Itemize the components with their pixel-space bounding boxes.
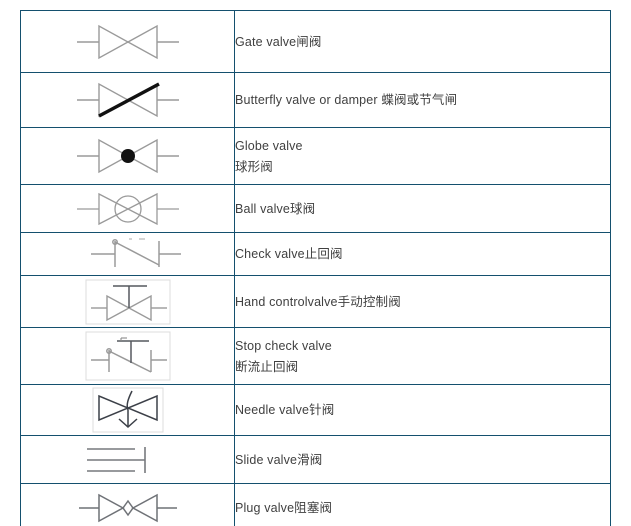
- description-cell: Butterfly valve or damper 蝶阀或节气闸: [234, 72, 611, 128]
- description-text: Plug valve阻塞阀: [235, 500, 333, 515]
- description-text: Slide valve滑阀: [235, 452, 323, 467]
- stop-check-valve-symbol: [21, 330, 234, 382]
- table-row: Stop check valve 断流止回阀: [20, 327, 611, 385]
- butterfly-valve-icon: [76, 82, 179, 118]
- check-valve-symbol: [21, 233, 234, 275]
- description-cell: Needle valve针阀: [234, 384, 611, 436]
- table-row: Hand controlvalve手动控制阀: [20, 275, 611, 328]
- stop-check-valve-icon: [85, 331, 170, 381]
- needle-valve-icon: [92, 387, 163, 433]
- symbol-cell: [20, 232, 235, 276]
- ball-valve-icon: [76, 192, 179, 225]
- gate-valve-symbol: [21, 19, 234, 65]
- symbol-cell: [20, 384, 235, 436]
- description-text: Needle valve针阀: [235, 403, 335, 417]
- description-cell: Hand controlvalve手动控制阀: [234, 275, 611, 328]
- description-cell: Slide valve滑阀: [234, 435, 611, 484]
- description-text-zh: 断流止回阀: [235, 359, 299, 374]
- globe-valve-icon: [76, 138, 179, 174]
- table-row: Butterfly valve or damper 蝶阀或节气闸: [20, 72, 611, 128]
- description-cell: Ball valve球阀: [234, 184, 611, 233]
- plug-valve-icon: [78, 493, 177, 522]
- symbol-cell: [20, 127, 235, 185]
- globe-valve-symbol: [21, 133, 234, 179]
- description-text: Ball valve球阀: [235, 201, 316, 216]
- ball-valve-symbol: [21, 186, 234, 232]
- description-cell: Gate valve闸阀: [234, 10, 611, 73]
- table-row: Globe valve 球形阀: [20, 127, 611, 185]
- symbol-cell: [20, 435, 235, 484]
- valve-legend-body: Gate valve闸阀: [20, 10, 611, 526]
- gate-valve-icon: [76, 24, 179, 59]
- hand-control-valve-symbol: [21, 278, 234, 326]
- symbol-cell: [20, 184, 235, 233]
- description-text: Hand controlvalve手动控制阀: [235, 294, 401, 309]
- description-text-zh: 球形阀: [235, 159, 273, 174]
- symbol-cell: [20, 275, 235, 328]
- plug-valve-symbol: [21, 486, 234, 526]
- description-text: Check valve止回阀: [235, 247, 343, 261]
- valve-legend-table: Gate valve闸阀: [20, 10, 611, 526]
- table-row: Slide valve滑阀: [20, 435, 611, 484]
- table-row: Ball valve球阀: [20, 184, 611, 233]
- symbol-cell: [20, 10, 235, 73]
- description-cell: Plug valve阻塞阀: [234, 483, 611, 526]
- table-row: Gate valve闸阀: [20, 10, 611, 73]
- needle-valve-symbol: [21, 386, 234, 434]
- check-valve-icon: [90, 238, 181, 267]
- description-cell: Globe valve 球形阀: [234, 127, 611, 185]
- symbol-cell: [20, 327, 235, 385]
- description-cell: Stop check valve 断流止回阀: [234, 327, 611, 385]
- slide-valve-icon: [86, 446, 146, 473]
- description-text: Globe valve: [235, 138, 303, 153]
- table-row: Needle valve针阀: [20, 384, 611, 436]
- symbol-cell: [20, 483, 235, 526]
- table-row: Check valve止回阀: [20, 232, 611, 276]
- symbol-cell: [20, 72, 235, 128]
- description-text: Stop check valve: [235, 338, 332, 353]
- description-cell: Check valve止回阀: [234, 232, 611, 276]
- table-row: Plug valve阻塞阀: [20, 483, 611, 526]
- slide-valve-symbol: [21, 440, 234, 480]
- hand-control-valve-icon: [85, 279, 170, 324]
- description-text: Gate valve闸阀: [235, 34, 322, 49]
- description-text: Butterfly valve or damper 蝶阀或节气闸: [235, 93, 458, 107]
- butterfly-valve-symbol: [21, 77, 234, 123]
